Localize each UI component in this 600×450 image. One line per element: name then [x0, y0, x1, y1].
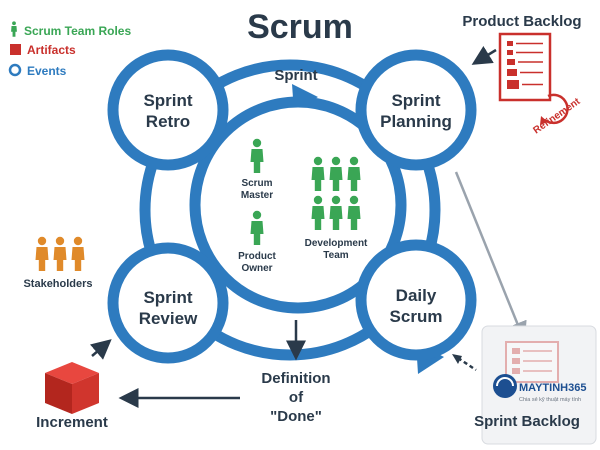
legend-square-icon [10, 44, 21, 55]
definition-line2: of [289, 389, 304, 406]
scrum-master-line2: Master [241, 190, 273, 201]
daily-scrum-line2: Scrum [390, 307, 443, 326]
daily-scrum-line1: Daily [396, 286, 437, 305]
product-owner-line1: Product [238, 251, 276, 262]
dev-team-line1: Development [305, 238, 368, 249]
backlog-to-planning-arrow [471, 45, 497, 65]
sprint-retro-line1: Sprint [143, 91, 192, 110]
product-owner-line2: Owner [241, 263, 272, 274]
planning-to-sprint-backlog-arrow [454, 171, 527, 342]
sprint-backlog-icon [505, 341, 559, 383]
refinement-arrowhead-icon [540, 116, 548, 125]
watermark-tagline: Chia sẻ kỹ thuật máy tính [519, 397, 581, 403]
sprint-planning-line2: Planning [380, 112, 452, 131]
product-backlog-label: Product Backlog [462, 13, 581, 30]
sprint-retro-circle [107, 49, 229, 171]
increment-label: Increment [36, 414, 108, 431]
daily-sprint-backlog-link [457, 356, 477, 372]
increment-cube-icon [45, 362, 99, 414]
increment-to-review-arrow [90, 339, 112, 360]
sprint-planning-circle [355, 49, 477, 171]
legend-ring-icon [8, 63, 22, 77]
legend-roles-label: Scrum Team Roles [24, 24, 131, 38]
sprint-review-line2: Review [139, 309, 198, 328]
definition-line3: "Done" [270, 408, 322, 425]
sprint-label: Sprint [274, 67, 317, 84]
dev-team-line2: Team [323, 250, 348, 261]
page-title: Scrum [247, 8, 353, 46]
scrum-master-line1: Scrum [241, 178, 272, 189]
legend-artifacts-label: Artifacts [27, 43, 76, 57]
sprint-review-circle [107, 242, 229, 364]
stakeholders-icon [35, 236, 85, 271]
product-backlog-icon [498, 32, 552, 102]
legend-person-icon [11, 21, 17, 37]
refinement-arrow-icon [544, 93, 569, 125]
refinement-label: Refinement [531, 96, 582, 137]
sprint-backlog-panel [481, 325, 597, 445]
legend-events-label: Events [27, 64, 67, 78]
definition-line1: Definition [261, 370, 330, 387]
daily-scrum-circle [355, 239, 477, 361]
scrum-team-circle [189, 96, 407, 314]
link-arrowhead-icon [452, 354, 462, 364]
sprint-planning-line1: Sprint [391, 91, 440, 110]
sprint-review-line1: Sprint [143, 288, 192, 307]
sprint-backlog-label: Sprint Backlog [474, 413, 580, 430]
legend: Scrum Team Roles Artifacts Events [8, 21, 131, 78]
stakeholders-label: Stakeholders [23, 278, 92, 290]
watermark: MAYTINH365 Chia sẻ kỹ thuật máy tính [493, 374, 586, 403]
sprint-retro-line2: Retro [146, 112, 190, 131]
watermark-brand: MAYTINH365 [519, 382, 586, 394]
